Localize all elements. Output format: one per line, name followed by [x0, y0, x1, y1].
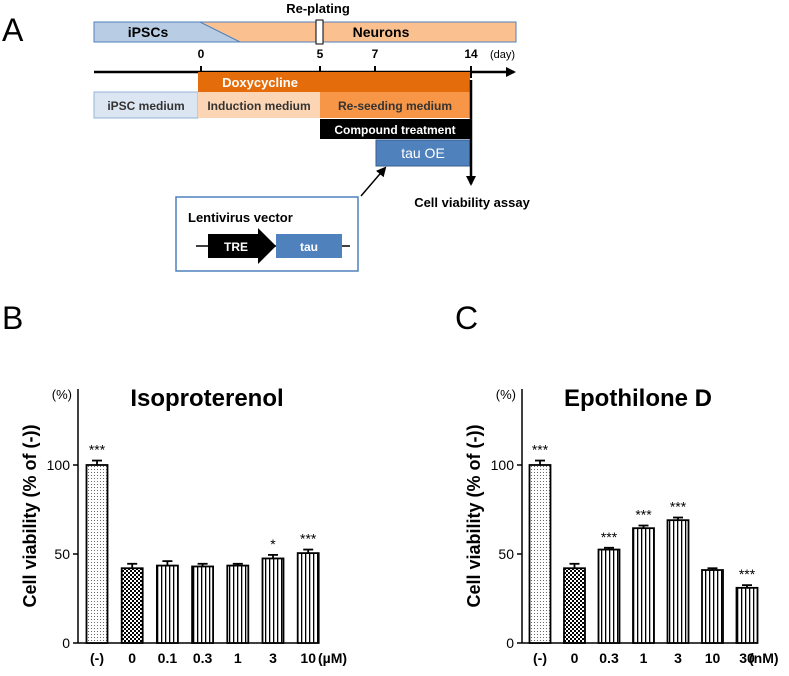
y-tick-label: 100 — [47, 457, 71, 473]
x-tick-label: (-) — [533, 650, 547, 666]
replating-marker — [315, 19, 324, 45]
lentivirus-vector-label: Lentivirus vector — [188, 210, 293, 225]
tre-label: TRE — [224, 240, 248, 254]
day-tick-7: 7 — [372, 47, 379, 61]
panel-letter-b: B — [2, 300, 24, 336]
day-tick-0: 0 — [198, 47, 205, 61]
significance-label: *** — [300, 531, 317, 547]
x-tick-label: 3 — [269, 650, 277, 666]
bar — [261, 557, 285, 644]
x-axis-unit: (nM) — [749, 650, 779, 666]
epothilone-chart: Epothilone D Cell viability (% of (-)) (%)… — [464, 385, 779, 666]
chart-title: Epothilone D — [564, 385, 712, 412]
day-tick-14: 14 — [464, 47, 478, 61]
bar — [191, 565, 215, 644]
tau-gene-label: tau — [300, 240, 318, 254]
y-tick-label: 0 — [62, 635, 70, 651]
y-tick-label: 50 — [54, 546, 70, 562]
x-tick-label: 3 — [674, 650, 682, 666]
day-unit-label: (day) — [490, 49, 515, 61]
assay-label: Cell viability assay — [414, 195, 530, 210]
significance-label: *** — [739, 566, 756, 582]
bar — [735, 586, 759, 644]
bar — [701, 569, 724, 644]
significance-label: *** — [89, 442, 106, 458]
y-tick-label: 100 — [491, 457, 515, 473]
induction-medium-bar — [198, 92, 320, 118]
bar — [632, 527, 655, 644]
tau-oe-bar — [375, 139, 471, 167]
x-tick-label: 1 — [234, 650, 242, 666]
y-axis-label: Cell viability (% of (-)) — [464, 424, 484, 607]
y-axis-unit: (%) — [52, 387, 72, 402]
y-axis-unit: (%) — [496, 387, 516, 402]
x-tick-label: (-) — [90, 650, 104, 666]
x-tick-label: 1 — [640, 650, 648, 666]
reseeding-medium-label: Re-seeding medium — [338, 99, 452, 113]
tau-oe-label: tau OE — [401, 145, 445, 161]
compound-treatment-label: Compound treatment — [334, 123, 455, 137]
tre-promoter-arrow — [208, 228, 276, 264]
y-axis-label: Cell viability (% of (-)) — [20, 424, 40, 607]
significance-label: * — [270, 536, 276, 552]
x-tick-label: 0.3 — [599, 650, 619, 666]
x-tick-label: 0 — [128, 650, 136, 666]
vector-to-tau-arrow — [360, 166, 387, 197]
tau-gene-box — [276, 234, 342, 258]
bar — [528, 464, 552, 644]
x-tick-label: 30 — [739, 650, 755, 666]
neurons-stage-label: Neurons — [353, 24, 410, 40]
significance-label: *** — [670, 499, 687, 515]
ipsc-stage-bar — [93, 21, 241, 43]
replating-label: Re-plating — [286, 1, 350, 16]
x-tick-label: 10 — [300, 650, 316, 666]
y-tick-label: 0 — [506, 635, 514, 651]
compound-treatment-bar — [320, 119, 470, 139]
bar — [597, 548, 621, 644]
significance-label: *** — [635, 507, 652, 523]
x-tick-label: 0 — [571, 650, 579, 666]
reseeding-medium-bar — [320, 92, 470, 118]
significance-label: *** — [532, 442, 549, 458]
bar — [85, 464, 109, 644]
ipsc-stage-label: iPSCs — [128, 24, 169, 40]
x-tick-label: 10 — [705, 650, 721, 666]
chart-title: Isoproterenol — [130, 385, 283, 412]
x-axis-unit: (µM) — [318, 650, 347, 666]
y-tick-label: 50 — [498, 546, 514, 562]
bar — [120, 567, 144, 644]
bar — [226, 564, 250, 644]
bar — [563, 567, 586, 644]
doxycycline-label: Doxycycline — [222, 75, 298, 90]
x-tick-label: 0.3 — [193, 650, 213, 666]
x-tick-label: 0.1 — [158, 650, 178, 666]
ipsc-medium-label: iPSC medium — [107, 99, 184, 113]
doxycycline-bar — [198, 72, 470, 92]
panel-letter-c: C — [455, 300, 479, 336]
significance-label: *** — [601, 529, 618, 545]
panel-letter-a: A — [2, 12, 24, 48]
induction-medium-label: Induction medium — [207, 99, 310, 113]
bar — [296, 552, 320, 644]
timeline-diagram: Re-plating iPSCs Neurons 0 5 7 14 (day) … — [93, 1, 531, 272]
bar — [666, 519, 690, 644]
day-tick-5: 5 — [317, 47, 324, 61]
bar — [155, 564, 179, 644]
